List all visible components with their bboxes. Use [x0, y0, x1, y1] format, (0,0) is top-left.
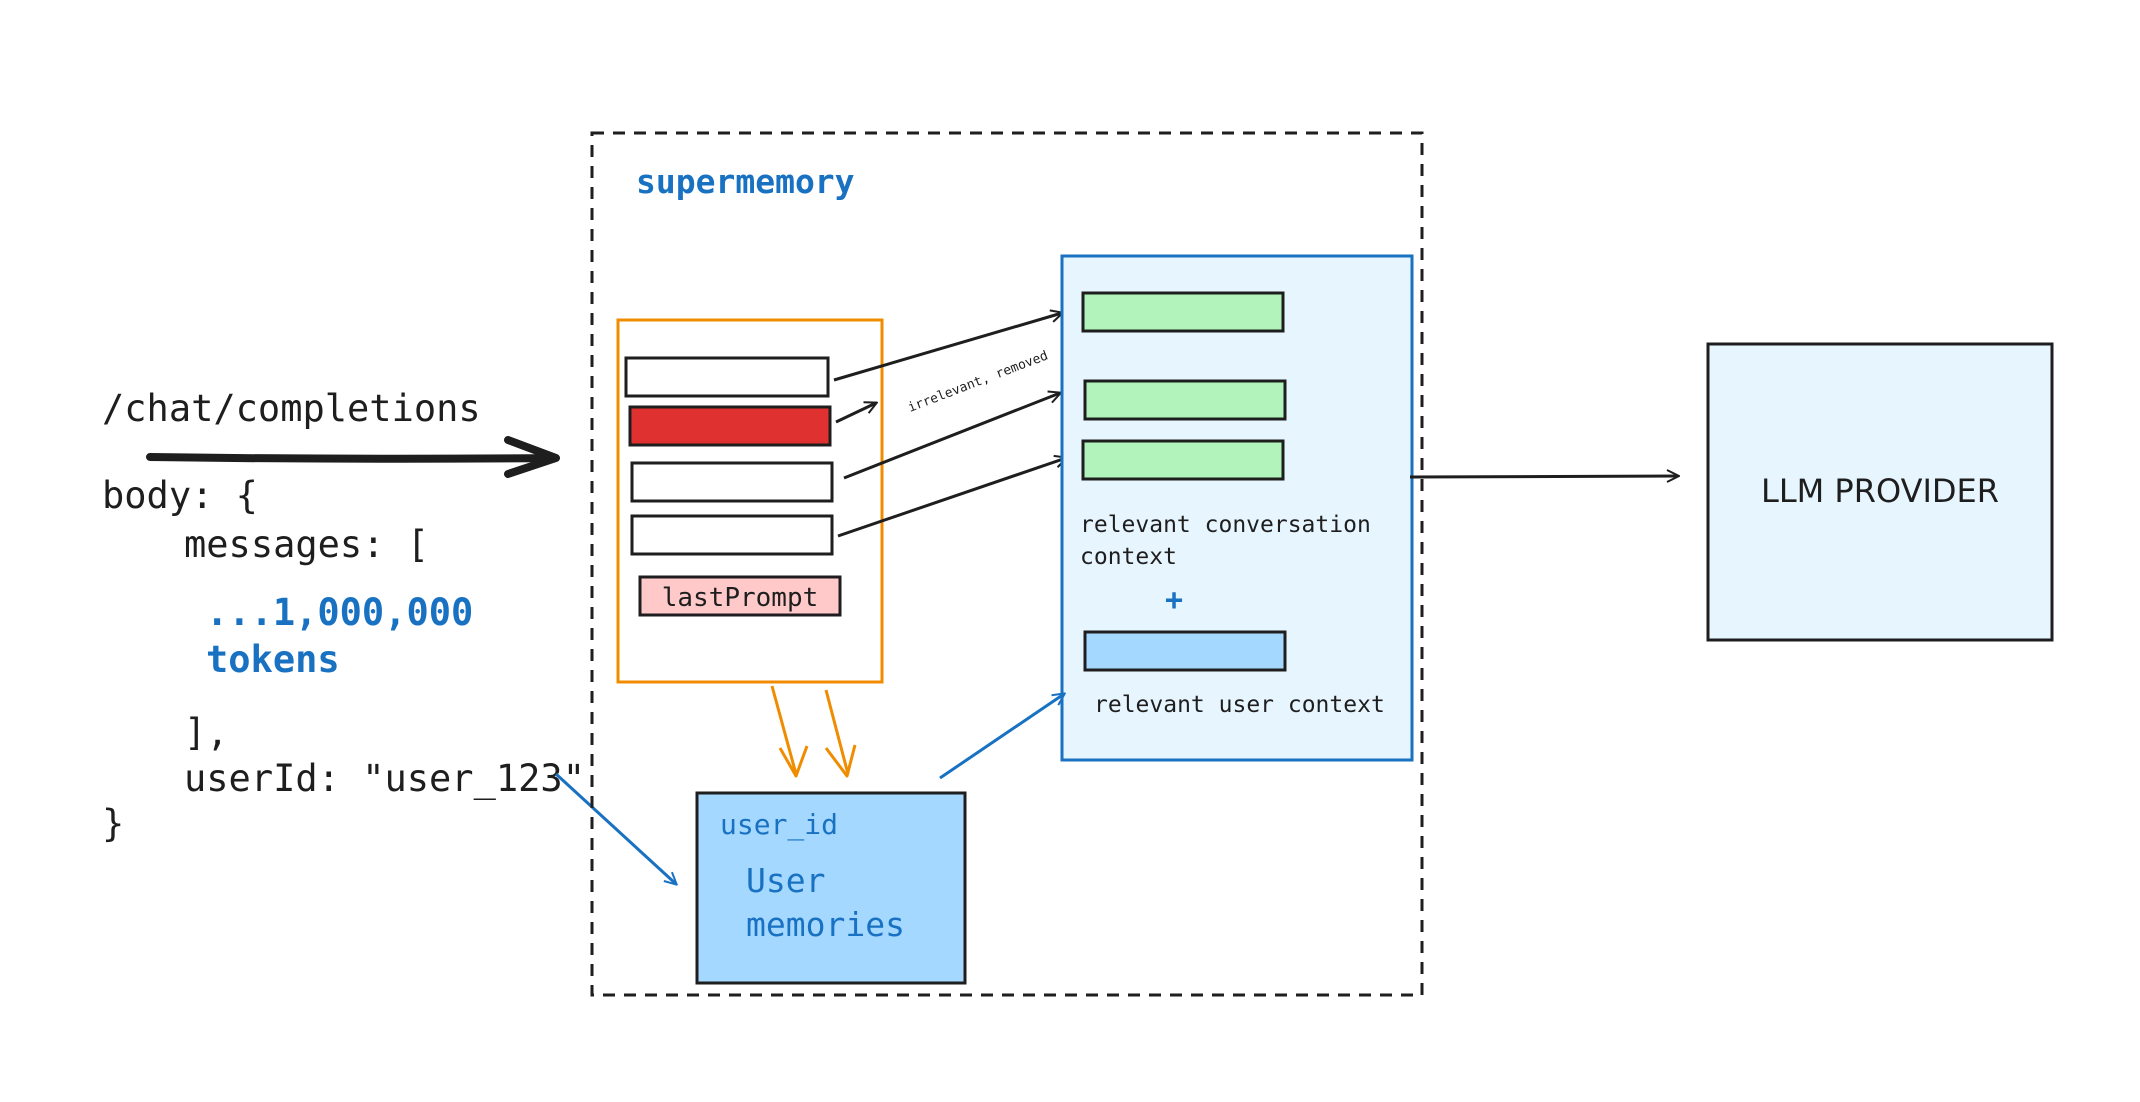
- token-word: tokens: [206, 638, 340, 681]
- removed-arrow: [835, 403, 876, 424]
- context-panel: relevant conversation context + relevant…: [1060, 254, 1414, 762]
- store-arrows: [770, 685, 857, 778]
- llm-provider-box: LLM PROVIDER: [1706, 342, 2054, 642]
- user-memories-box: user_id User memories: [695, 791, 967, 985]
- message-block: [624, 356, 830, 398]
- message-arrow: [843, 393, 1060, 480]
- last-prompt-block: [638, 575, 842, 617]
- message-block: [630, 514, 834, 556]
- token-count: ...1,000,000: [206, 591, 473, 634]
- conversation-context-block: [1081, 439, 1285, 481]
- endpoint-label: /chat/completions: [102, 387, 481, 430]
- user-memories-title-line1: User: [746, 861, 825, 900]
- memory-to-context-arrow: [939, 694, 1064, 780]
- filter-arrows: [833, 313, 1066, 538]
- user-context-label: relevant user context: [1094, 692, 1385, 718]
- user-id-arrow: [554, 772, 676, 884]
- user-context-block: [1083, 630, 1287, 672]
- conversation-context-label-line1: relevant conversation: [1080, 512, 1371, 538]
- removed-message-block: [628, 405, 832, 447]
- user-memories-title-line2: memories: [746, 905, 905, 944]
- messages-close: ],: [184, 711, 229, 754]
- message-arrow: [837, 458, 1066, 538]
- plus-sign: +: [1165, 583, 1183, 618]
- supermemory-container: [590, 131, 1424, 997]
- request-arrow: [146, 436, 560, 478]
- context-to-provider-arrow: [1409, 476, 1678, 477]
- body-open: body: {: [102, 474, 258, 517]
- message-arrow: [833, 313, 1062, 382]
- incoming-messages-box: lastPrompt: [616, 318, 884, 684]
- messages-open: messages: [: [184, 523, 429, 566]
- supermemory-title: supermemory: [636, 162, 855, 201]
- message-block: [630, 461, 834, 503]
- last-prompt-label: lastPrompt: [662, 583, 819, 613]
- conversation-context-block: [1083, 379, 1287, 421]
- llm-provider-label: LLM PROVIDER: [1761, 472, 1999, 510]
- conversation-context-block: [1081, 291, 1285, 333]
- user-id-line: userId: "user_123": [184, 757, 585, 801]
- conversation-context-label-line2: context: [1080, 544, 1177, 570]
- user-memories-key: user_id: [720, 808, 838, 842]
- body-close: }: [102, 802, 124, 845]
